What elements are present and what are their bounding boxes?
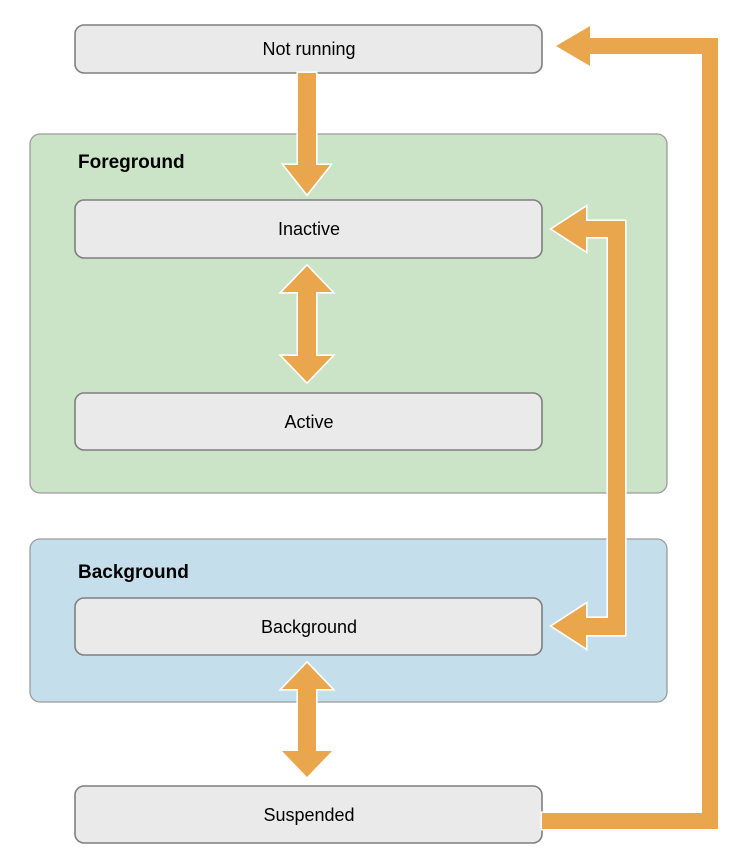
arrow-background-suspended-bidirectional [278, 660, 336, 780]
background-group-label: Background [78, 562, 189, 583]
arrow-not-running-to-inactive [280, 71, 334, 197]
state-box-active [74, 392, 543, 451]
state-node-background: Background [74, 597, 543, 656]
state-label-suspended: Suspended [263, 805, 354, 825]
arrow-inactive-background-elbow [549, 204, 627, 651]
state-node-inactive: Inactive [74, 199, 543, 259]
arrow-suspended-to-not-running [540, 23, 720, 831]
arrow-inactive-active-bidirectional [278, 263, 336, 385]
state-label-not-running: Not running [262, 39, 355, 59]
state-box-inactive [74, 199, 543, 259]
state-node-active: Active [74, 392, 543, 451]
state-node-not-running: Not running [74, 24, 543, 74]
state-box-background [74, 597, 543, 656]
state-node-suspended: Suspended [74, 785, 543, 844]
state-label-inactive: Inactive [278, 219, 340, 239]
state-label-background: Background [261, 617, 357, 637]
state-label-active: Active [284, 412, 333, 432]
foreground-group-label: Foreground [78, 152, 185, 173]
